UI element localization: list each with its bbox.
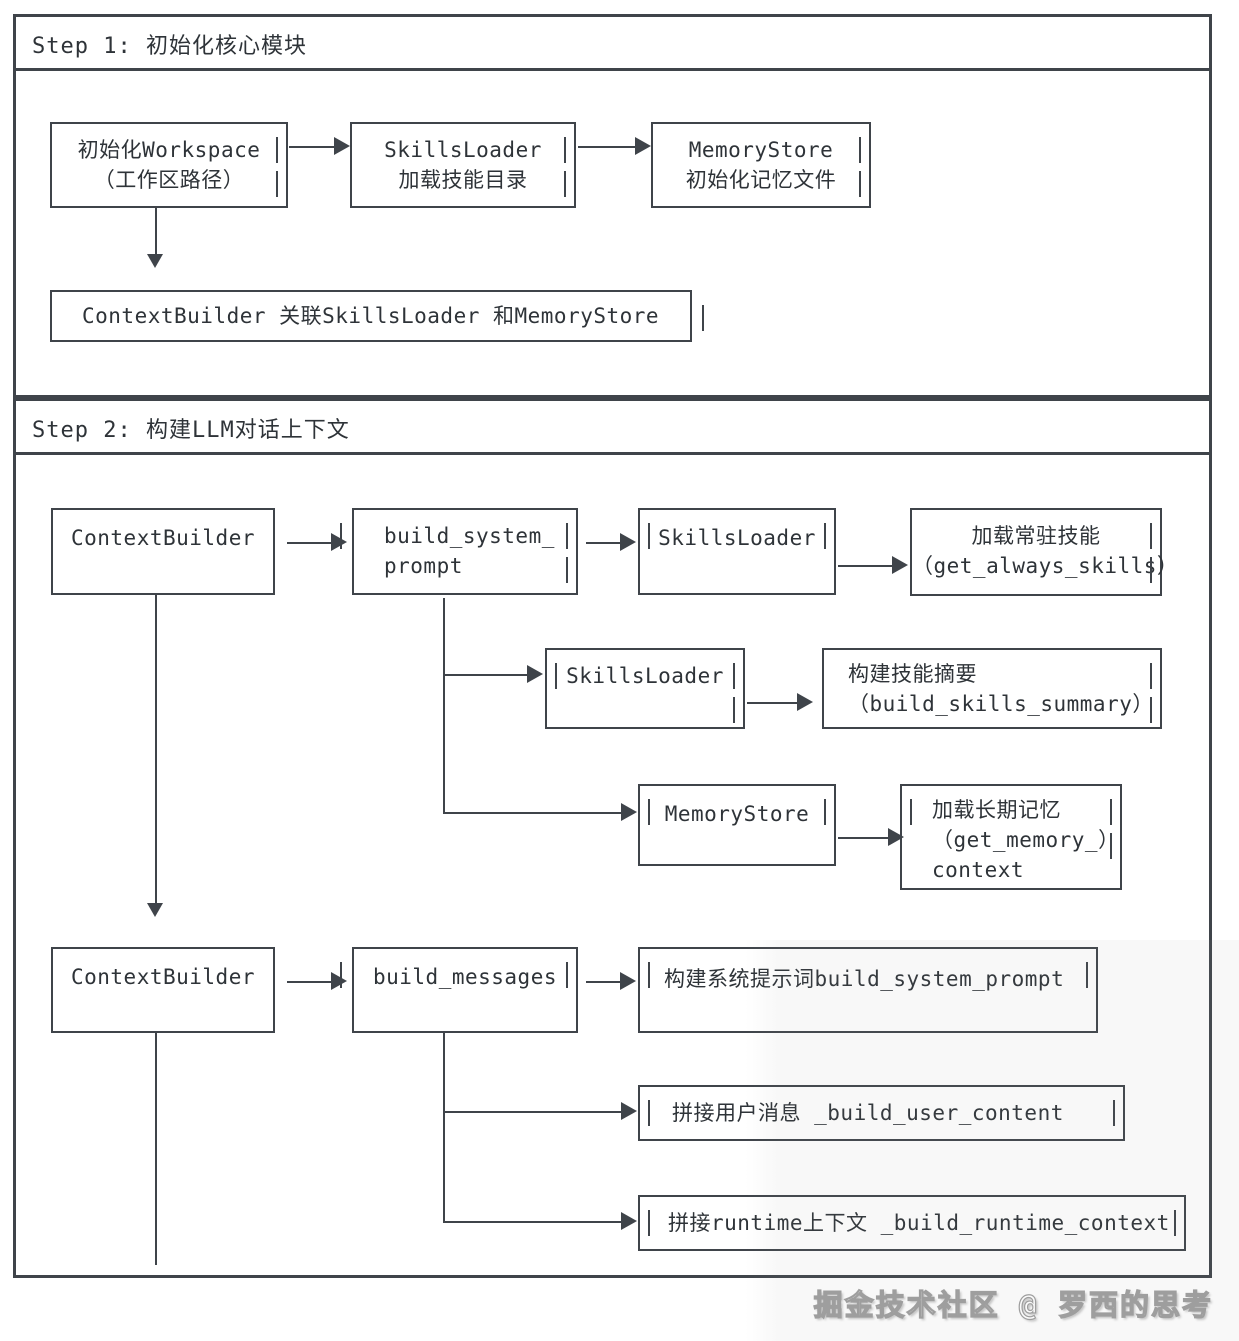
- node-label: MemoryStore: [664, 802, 810, 826]
- arrow-right-icon: [331, 972, 347, 990]
- connector-line: [838, 837, 888, 839]
- connector-line: [155, 1033, 157, 1265]
- arrow-right-icon: [331, 533, 347, 551]
- node-get-always-skills: 加载常驻技能 （get_always_skills）: [910, 508, 1179, 596]
- node-skillsloader-summary: SkillsLoader: [545, 648, 745, 729]
- node-memorystore-init: MemoryStore 初始化记忆文件: [651, 122, 871, 208]
- arrow-right-icon: [334, 137, 350, 155]
- connector-line: [155, 208, 157, 254]
- node-label: context: [932, 858, 1025, 882]
- node-build-system-prompt: build_system_ prompt: [340, 508, 578, 595]
- node-build-user-content: 拼接用户消息 _build_user_content: [638, 1085, 1125, 1141]
- node-label: SkillsLoader: [384, 138, 542, 162]
- node-label: SkillsLoader: [566, 664, 724, 688]
- step1-title: Step 1: 初始化核心模块: [32, 34, 307, 59]
- connector-line: [155, 595, 157, 903]
- node-label: 加载常驻技能: [971, 524, 1101, 548]
- node-label: 加载长期记忆: [932, 798, 1061, 822]
- node-label: build_system_: [384, 524, 555, 548]
- node-label: ContextBuilder: [70, 526, 255, 550]
- node-contextbuilder-2: ContextBuilder: [51, 947, 275, 1033]
- node-label: 拼接用户消息 _build_user_content: [672, 1101, 1064, 1125]
- node-contextbuilder-link: ContextBuilder 关联SkillsLoader 和MemorySto…: [50, 290, 704, 342]
- arrow-right-icon: [621, 803, 637, 821]
- node-label: ContextBuilder 关联SkillsLoader 和MemorySto…: [82, 304, 660, 328]
- arrow-down-icon: [147, 903, 163, 917]
- node-label: （get_always_skills）: [912, 554, 1179, 578]
- connector-line: [443, 1111, 621, 1113]
- node-label: 构建系统提示词build_system_prompt: [664, 967, 1065, 991]
- node-get-memory-context: 加载长期记忆 （get_memory_） context: [900, 784, 1122, 890]
- step2-container: Step 2: 构建LLM对话上下文: [13, 398, 1212, 1278]
- node-label: SkillsLoader: [658, 526, 816, 550]
- node-label: MemoryStore: [688, 138, 834, 162]
- arrow-right-icon: [527, 665, 543, 683]
- connector-line: [586, 542, 620, 544]
- node-contextbuilder-1: ContextBuilder: [51, 508, 275, 595]
- arrow-right-icon: [892, 556, 908, 574]
- node-label: prompt: [384, 554, 463, 578]
- node-build-messages: build_messages: [340, 947, 578, 1033]
- step2-title: Step 2: 构建LLM对话上下文: [32, 418, 350, 443]
- node-build-skills-summary: 构建技能摘要 （build_skills_summary）: [822, 648, 1162, 729]
- node-memorystore-2: MemoryStore: [638, 784, 836, 866]
- arrow-right-icon: [620, 533, 636, 551]
- connector-line: [586, 981, 620, 983]
- step2-header: [16, 401, 1209, 455]
- watermark-text: 掘金技术社区 @ 罗西的思考: [813, 1287, 1213, 1322]
- arrow-right-icon: [621, 1102, 637, 1120]
- connector-line: [443, 674, 527, 676]
- node-label: （工作区路径）: [93, 168, 245, 192]
- connector-line: [578, 146, 635, 148]
- connector-line: [443, 1221, 621, 1223]
- connector-line: [287, 542, 331, 544]
- node-label: 加载技能目录: [398, 168, 528, 192]
- arrow-right-icon: [635, 137, 651, 155]
- arrow-right-icon: [620, 972, 636, 990]
- node-build-runtime-context: 拼接runtime上下文 _build_runtime_context: [638, 1195, 1186, 1251]
- node-init-workspace: 初始化Workspace （工作区路径）: [50, 122, 288, 208]
- node-label: （build_skills_summary）: [848, 692, 1154, 716]
- step1-header: [16, 17, 1209, 71]
- node-label: 初始化记忆文件: [685, 168, 837, 192]
- node-label: 构建技能摘要: [848, 662, 977, 686]
- connector-line: [289, 146, 334, 148]
- node-label: build_messages: [372, 965, 557, 989]
- connector-line: [287, 981, 331, 983]
- connector-line: [443, 1033, 445, 1222]
- node-build-system-prompt-step: 构建系统提示词build_system_prompt: [638, 947, 1098, 1033]
- arrow-down-icon: [147, 254, 163, 268]
- node-label: （get_memory_）: [932, 828, 1120, 852]
- node-skillsloader-always: SkillsLoader: [638, 508, 836, 595]
- node-label: ContextBuilder: [70, 965, 255, 989]
- node-label: 初始化Workspace: [77, 138, 261, 162]
- connector-line: [838, 565, 892, 567]
- connector-line: [443, 812, 621, 814]
- step1-container: Step 1: 初始化核心模块: [13, 14, 1212, 398]
- arrow-right-icon: [797, 693, 813, 711]
- node-label: 拼接runtime上下文 _build_runtime_context: [668, 1211, 1170, 1235]
- connector-line: [747, 702, 797, 704]
- node-skillsloader-load-dir: SkillsLoader 加载技能目录: [350, 122, 576, 208]
- connector-line: [443, 598, 445, 814]
- arrow-right-icon: [621, 1212, 637, 1230]
